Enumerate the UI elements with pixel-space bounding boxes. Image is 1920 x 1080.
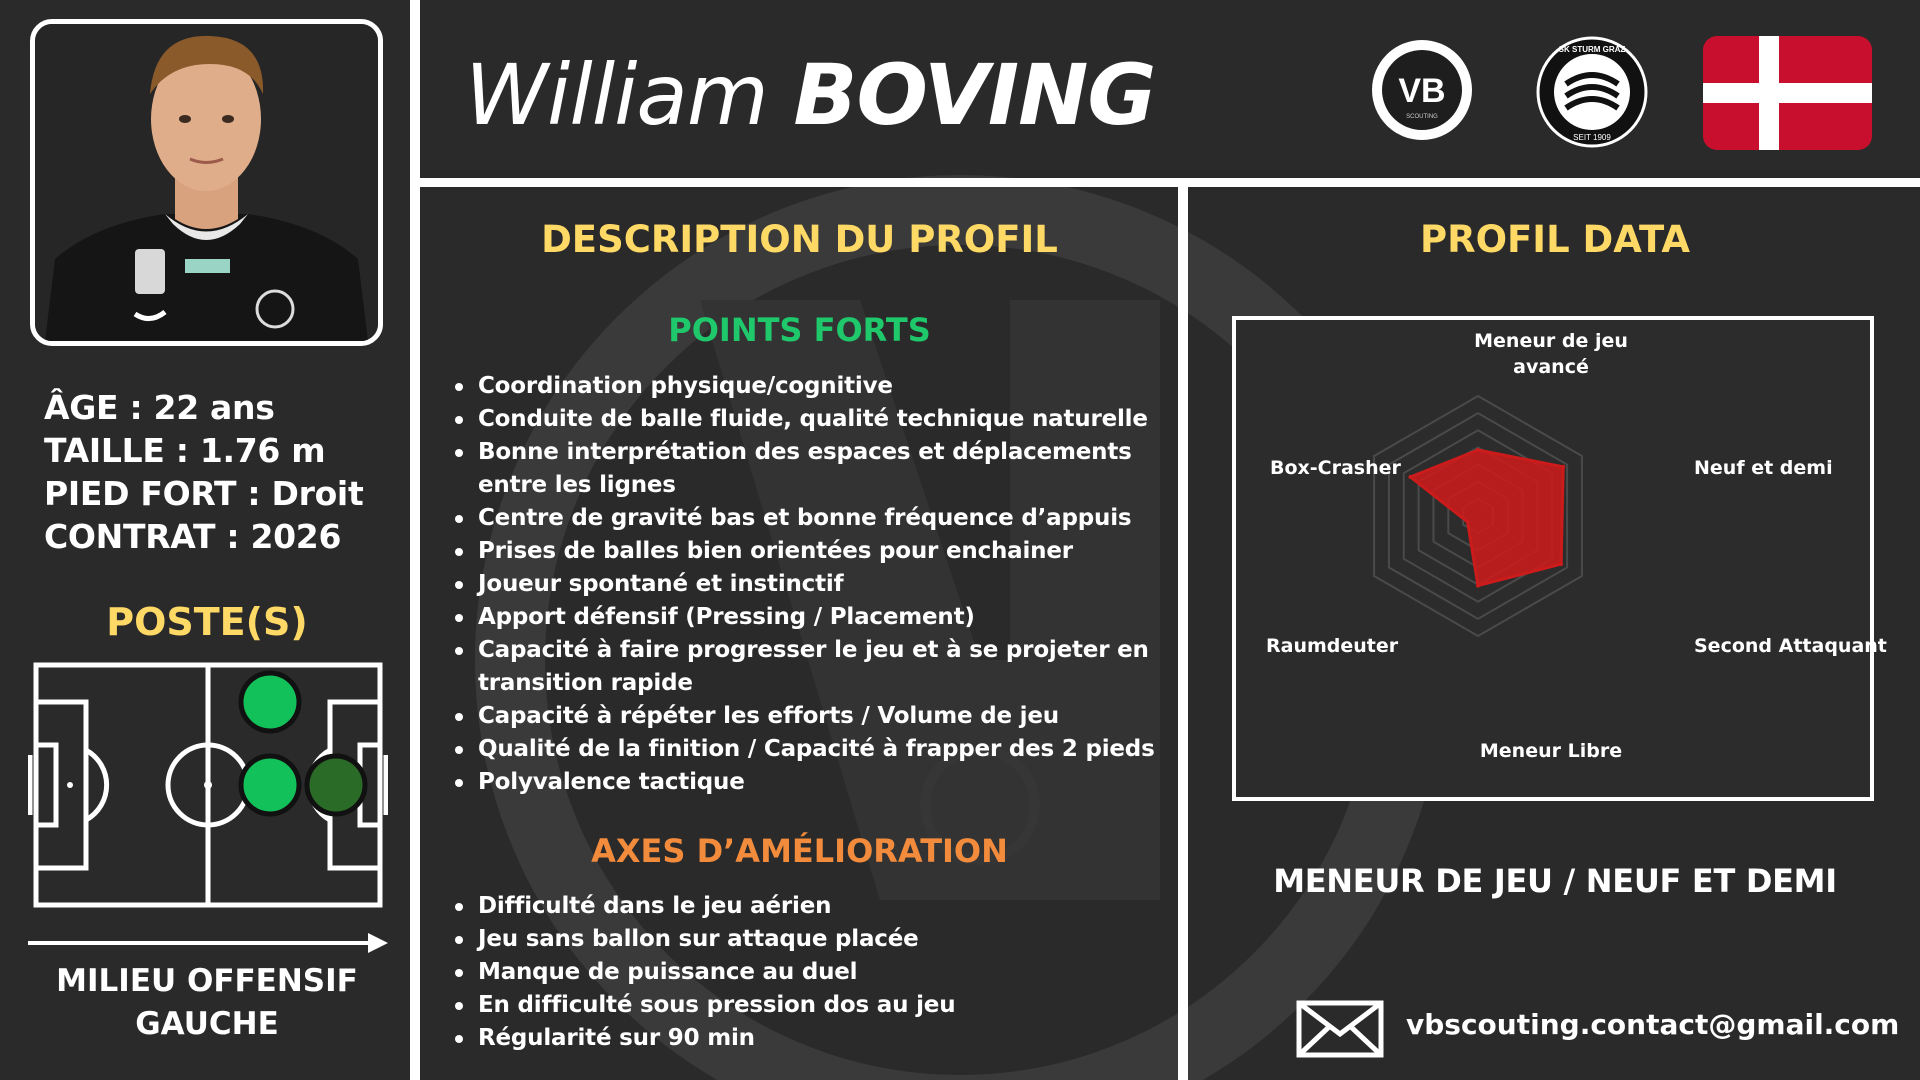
player-portrait-icon bbox=[35, 24, 378, 341]
contact: vbscouting.contact@gmail.com bbox=[1296, 1000, 1900, 1060]
radar-grid-ring bbox=[1373, 394, 1583, 638]
player-first-name: William bbox=[465, 46, 769, 144]
denmark-flag-icon bbox=[1703, 36, 1872, 150]
radar-point-1 bbox=[1561, 464, 1566, 469]
pitch-diagram bbox=[28, 662, 388, 908]
radar-axis-label-3: Meneur Libre bbox=[1479, 740, 1623, 762]
direction-arrow-icon bbox=[28, 933, 388, 953]
header-divider bbox=[420, 178, 1920, 187]
role-summary: MENEUR DE JEU / NEUF ET DEMI bbox=[1273, 862, 1837, 900]
player-last-name: BOVING bbox=[793, 46, 1156, 144]
contract-text: CONTRAT : 2026 bbox=[44, 517, 342, 556]
foot-text: PIED FORT : Droit bbox=[44, 474, 364, 513]
radar-axis-label-5: Box-Crasher bbox=[1270, 457, 1401, 479]
list-item: Bonne interprétation des espaces et dépl… bbox=[455, 436, 1155, 502]
improvements-title: AXES D’AMÉLIORATION bbox=[591, 832, 1008, 870]
position-marker-top bbox=[238, 670, 302, 734]
radar-axis-label-0: Meneur de jeu avancé bbox=[1474, 330, 1628, 378]
player-info: ÂGE : 22 ans TAILLE : 1.76 m PIED FORT :… bbox=[44, 386, 404, 558]
positions-title: POSTE(S) bbox=[106, 600, 308, 644]
position-label-line2: GAUCHE bbox=[135, 1006, 279, 1042]
position-marker-center-right bbox=[304, 753, 368, 817]
position-label-line1: MILIEU OFFENSIF bbox=[56, 963, 358, 999]
position-label: MILIEU OFFENSIF GAUCHE bbox=[0, 960, 414, 1046]
radar-chart-svg bbox=[1373, 394, 1583, 638]
radar-axis-label-1: Neuf et demi bbox=[1694, 457, 1833, 479]
radar-grid-ring bbox=[1387, 411, 1569, 621]
list-item: Centre de gravité bas et bonne fréquence… bbox=[455, 502, 1155, 535]
list-item: Capacité à répéter les efforts / Volume … bbox=[455, 700, 1155, 733]
list-item: Difficulté dans le jeu aérien bbox=[455, 890, 1155, 923]
left-column-divider bbox=[410, 0, 420, 1080]
radar-point-4 bbox=[1465, 520, 1470, 524]
height-text: TAILLE : 1.76 m bbox=[44, 431, 326, 470]
svg-text:SCOUTING: SCOUTING bbox=[1406, 114, 1438, 120]
svg-text:VB: VB bbox=[1398, 72, 1445, 110]
radar-point-0 bbox=[1476, 448, 1480, 452]
position-marker-center-left bbox=[238, 753, 302, 817]
improvements-list: Difficulté dans le jeu aérien Jeu sans b… bbox=[455, 890, 1155, 1055]
strengths-title: POINTS FORTS bbox=[668, 311, 931, 349]
radar-point-5 bbox=[1408, 475, 1413, 479]
vb-scouting-logo-icon: VB SCOUTING bbox=[1372, 40, 1472, 140]
radar-point-2 bbox=[1559, 562, 1564, 566]
list-item: Conduite de balle fluide, qualité techni… bbox=[455, 403, 1155, 436]
list-item: Coordination physique/cognitive bbox=[455, 370, 1155, 403]
list-item: Polyvalence tactique bbox=[455, 766, 1155, 799]
list-item: Qualité de la finition / Capacité à frap… bbox=[455, 733, 1155, 766]
list-item: En difficulté sous pression dos au jeu bbox=[455, 989, 1155, 1022]
age-text: ÂGE : 22 ans bbox=[44, 388, 275, 427]
envelope-icon bbox=[1296, 1000, 1384, 1058]
radar-axis-label-4: Raumdeuter bbox=[1266, 635, 1399, 657]
contact-email-link[interactable]: vbscouting.contact@gmail.com bbox=[1406, 1008, 1900, 1041]
svg-text:SEIT 1909: SEIT 1909 bbox=[1573, 133, 1611, 142]
description-title: DESCRIPTION DU PROFIL bbox=[541, 218, 1058, 261]
strengths-list: Coordination physique/cognitive Conduite… bbox=[455, 370, 1155, 799]
list-item: Régularité sur 90 min bbox=[455, 1022, 1155, 1055]
svg-text:SK STURM GRAZ: SK STURM GRAZ bbox=[1559, 45, 1626, 54]
radar-axis-label-2: Second Attaquant bbox=[1694, 635, 1887, 657]
player-photo bbox=[30, 19, 383, 346]
panel-divider bbox=[1178, 187, 1188, 1080]
radar-chart: Meneur de jeu avancé Neuf et demi Second… bbox=[1232, 316, 1887, 801]
list-item: Joueur spontané et instinctif bbox=[455, 568, 1155, 601]
list-item: Jeu sans ballon sur attaque placée bbox=[455, 923, 1155, 956]
list-item: Apport défensif (Pressing / Placement) bbox=[455, 601, 1155, 634]
list-item: Manque de puissance au duel bbox=[455, 956, 1155, 989]
radar-point-3 bbox=[1476, 583, 1480, 588]
list-item: Capacité à faire progresser le jeu et à … bbox=[455, 634, 1155, 700]
player-name: William BOVING bbox=[465, 40, 1156, 150]
profile-data-title: PROFIL DATA bbox=[1419, 218, 1691, 261]
list-item: Prises de balles bien orientées pour enc… bbox=[455, 535, 1155, 568]
sk-sturm-graz-logo-icon: SK STURM GRAZ SEIT 1909 bbox=[1536, 36, 1648, 148]
